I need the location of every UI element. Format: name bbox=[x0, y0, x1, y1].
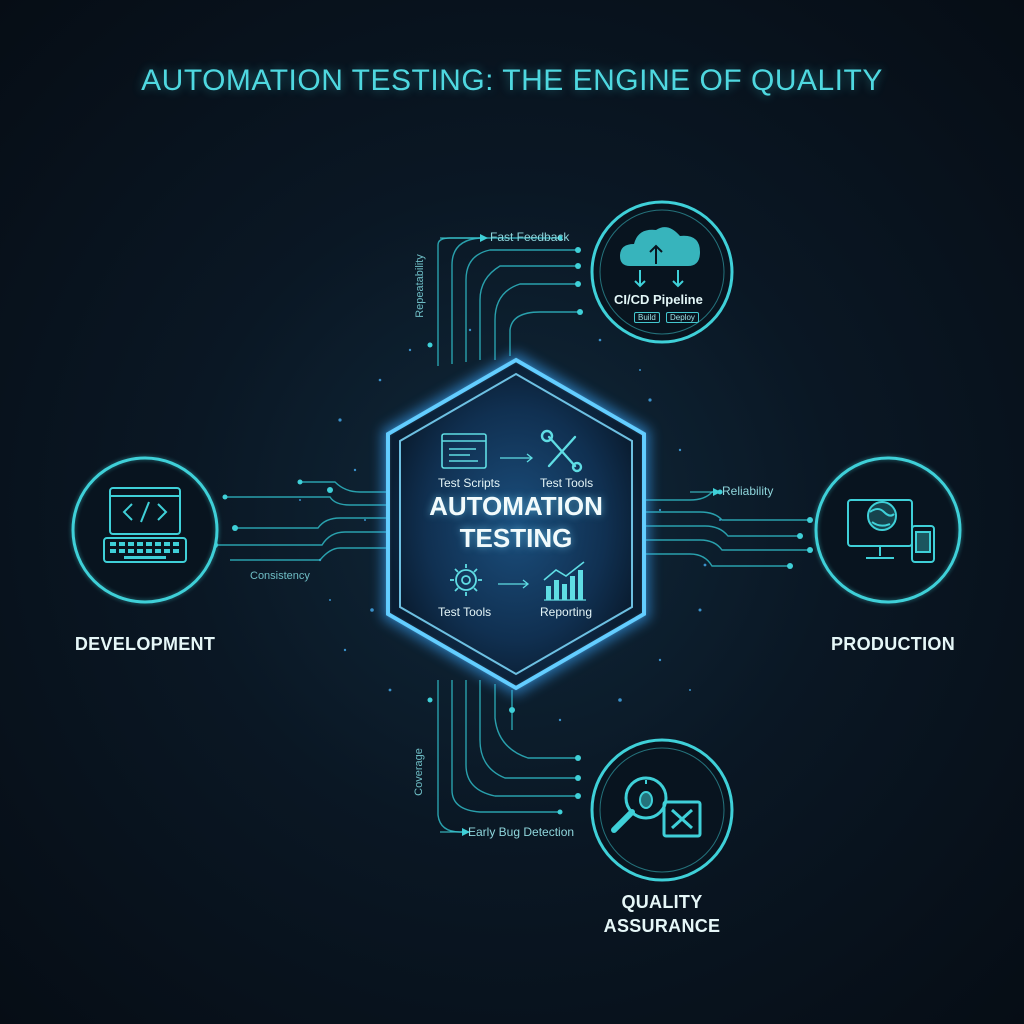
development-label: DEVELOPMENT bbox=[74, 634, 216, 654]
side-top-label: Repeatability bbox=[413, 254, 426, 318]
test-tools-label-2: Test Tools bbox=[438, 605, 492, 619]
leader-arrows bbox=[462, 234, 721, 836]
gear-icon bbox=[450, 564, 482, 596]
hexagon-title-line1: AUTOMATION bbox=[429, 491, 603, 521]
close-box-icon bbox=[662, 800, 702, 838]
automation-hexagon bbox=[382, 352, 650, 696]
page-title: AUTOMATION TESTING: THE ENGINE OF QUALIT… bbox=[141, 64, 883, 97]
quality-assurance-label: QUALITY ASSURANCE bbox=[562, 890, 762, 938]
cicd-build-chip: Build bbox=[634, 312, 660, 323]
early-bug-detection-label: Early Bug Detection bbox=[468, 825, 575, 839]
cicd-deploy-chip: Deploy bbox=[666, 312, 699, 323]
production-node bbox=[813, 455, 963, 605]
reporting-label: Reporting bbox=[540, 605, 593, 619]
keyboard-keys bbox=[110, 542, 179, 559]
hexagon-title: AUTOMATION TESTING bbox=[400, 490, 632, 554]
cicd-node bbox=[590, 200, 734, 344]
bar-chart-icon bbox=[543, 561, 586, 601]
reliability-label: Reliability bbox=[722, 484, 774, 498]
hexagon-title-line2: TESTING bbox=[459, 523, 573, 553]
test-scripts-icon bbox=[441, 433, 487, 469]
keyboard-icon bbox=[103, 537, 187, 563]
qa-label-line2: ASSURANCE bbox=[603, 916, 721, 936]
arrow-right-icon bbox=[500, 453, 534, 463]
side-bottom-label: Coverage bbox=[412, 748, 425, 796]
circuit-traces bbox=[215, 237, 810, 833]
download-arrows-icon bbox=[634, 270, 684, 288]
tools-icon bbox=[540, 429, 583, 473]
cloud-icon bbox=[620, 227, 700, 266]
production-label: PRODUCTION bbox=[831, 634, 955, 654]
code-window-icon bbox=[109, 487, 181, 535]
monitor-globe-icon bbox=[847, 499, 913, 559]
phone-icon bbox=[911, 525, 935, 563]
qa-label-line1: QUALITY bbox=[621, 892, 703, 912]
cicd-label: CI/CD Pipeline bbox=[614, 292, 703, 307]
test-tools-label: Test Tools bbox=[540, 476, 594, 490]
test-scripts-label: Test Scripts bbox=[438, 476, 501, 490]
development-caption: Consistency bbox=[250, 570, 310, 582]
bug-magnifier-icon bbox=[611, 776, 668, 833]
fast-feedback-label: Fast Feedback bbox=[490, 230, 570, 244]
development-node bbox=[70, 455, 220, 605]
arrow-right-icon bbox=[498, 579, 530, 589]
